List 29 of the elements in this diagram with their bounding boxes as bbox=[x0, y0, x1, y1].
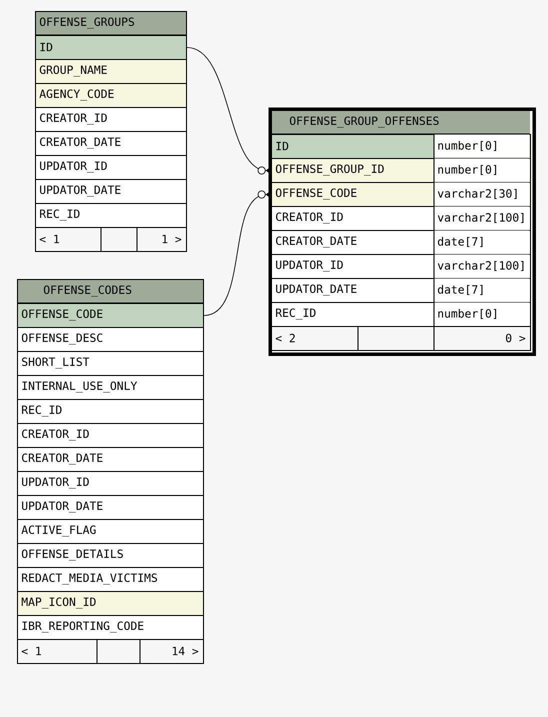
table-row: UPDATOR_ID bbox=[35, 155, 187, 180]
connector bbox=[204, 190, 271, 316]
table-row: CREATOR_DATE bbox=[35, 131, 187, 156]
table-row: MAP_ICON_ID bbox=[17, 591, 204, 616]
table-row: REC_ID bbox=[17, 399, 204, 424]
table-row: ID bbox=[35, 35, 187, 60]
table-row: REDACT_MEDIA_VICTIMS bbox=[17, 567, 204, 592]
table-row: OFFENSE_CODE bbox=[17, 303, 204, 328]
table-row: OFFENSE_DETAILS bbox=[17, 543, 204, 568]
table-row: OFFENSE_CODE varchar2[30] bbox=[271, 182, 531, 207]
table-footer: < 1 1 > bbox=[35, 226, 187, 252]
table-row: ACTIVE_FLAG bbox=[17, 519, 204, 544]
table-row: GROUP_NAME bbox=[35, 59, 187, 84]
table-footer: < 1 14 > bbox=[17, 638, 204, 664]
table-row: REC_ID bbox=[35, 203, 187, 228]
table-row: CREATOR_ID bbox=[35, 107, 187, 132]
table-row: SHORT_LIST bbox=[17, 351, 204, 376]
table-row: CREATOR_DATE bbox=[17, 447, 204, 472]
table-row: OFFENSE_GROUP_ID number[0] bbox=[271, 158, 531, 183]
table-row: UPDATOR_ID bbox=[17, 471, 204, 496]
table-row: INTERNAL_USE_ONLY bbox=[17, 375, 204, 400]
table-row: UPDATOR_DATE bbox=[17, 495, 204, 520]
table-row: IBR_REPORTING_CODE bbox=[17, 615, 204, 640]
table-row: ID number[0] bbox=[271, 134, 531, 159]
table-row: OFFENSE_DESC bbox=[17, 327, 204, 352]
table-row: UPDATOR_DATE bbox=[35, 179, 187, 204]
table-row: CREATOR_ID bbox=[17, 423, 204, 448]
table-footer: < 2 0 > bbox=[271, 326, 531, 351]
table-row: AGENCY_CODE bbox=[35, 83, 187, 108]
